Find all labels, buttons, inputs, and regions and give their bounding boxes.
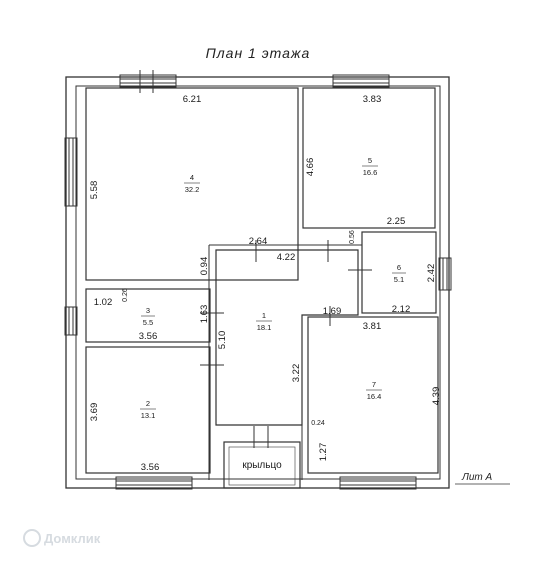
room-1-hall — [215, 249, 359, 426]
room-5-number: 5 — [368, 156, 372, 165]
window-right — [438, 257, 452, 291]
dim-322: 3.22 — [291, 364, 302, 383]
door-marks — [139, 70, 372, 448]
room-4-number: 4 — [190, 173, 194, 182]
dim-r5-width: 3.83 — [363, 94, 382, 105]
dim-r2-height: 3.69 — [89, 403, 100, 422]
room-6-area: 5.1 — [394, 275, 404, 284]
room-2-number: 2 — [146, 399, 150, 408]
watermark: Домклик — [23, 529, 101, 547]
room-3-number: 3 — [146, 306, 150, 315]
dim-024: 0.24 — [311, 420, 325, 427]
room-5 — [302, 87, 436, 229]
dim-102: 1.02 — [94, 297, 113, 308]
dim-r4-height: 5.58 — [89, 181, 100, 200]
room-6 — [361, 231, 437, 314]
room-5-area: 16.6 — [363, 168, 378, 177]
porch-label: крыльцо — [242, 460, 282, 471]
dim-r2-width: 3.56 — [141, 462, 160, 473]
dim-026: 0.26 — [122, 288, 129, 302]
porch-inner — [228, 446, 296, 486]
watermark-logo-icon — [23, 529, 41, 547]
room-7 — [307, 316, 439, 474]
dim-422: 4.22 — [277, 252, 296, 263]
dim-r4-width: 6.21 — [183, 94, 202, 105]
lit-label: Лит А — [461, 472, 493, 483]
room-1-area: 18.1 — [257, 323, 272, 332]
window-bottom-left — [115, 476, 193, 490]
dim-r6-width: 2.12 — [392, 304, 411, 315]
dim-r6-height: 2.42 — [426, 264, 437, 283]
plan-title: План 1 этажа — [206, 45, 311, 61]
dim-264: 2.64 — [249, 236, 268, 247]
window-top-left — [119, 74, 177, 88]
dim-r5-height: 4.66 — [305, 158, 316, 177]
window-top-right — [332, 74, 390, 88]
room-1-number: 1 — [262, 311, 266, 320]
dim-163: 1.63 — [199, 305, 210, 324]
dim-094: 0.94 — [199, 257, 210, 276]
window-left-1 — [64, 137, 78, 207]
room-7-number: 7 — [372, 380, 376, 389]
room-6-number: 6 — [397, 263, 401, 272]
window-left-2 — [64, 306, 78, 336]
room-7-area: 16.4 — [367, 392, 382, 401]
dim-510: 5.10 — [217, 331, 228, 350]
room-2-area: 13.1 — [141, 411, 156, 420]
dim-r7-height: 4.39 — [431, 387, 442, 406]
room-4 — [85, 87, 299, 281]
room-2 — [85, 346, 211, 474]
dim-169: 1.69 — [323, 306, 342, 317]
window-bottom-right — [339, 476, 417, 490]
outer-wall-inner — [75, 85, 441, 480]
windows — [64, 74, 452, 490]
dim-r5-bottom: 2.25 — [387, 216, 406, 227]
room-4-area: 32.2 — [185, 185, 200, 194]
dim-r7-width: 3.81 — [363, 321, 382, 332]
dim-r3-width: 3.56 — [139, 331, 158, 342]
watermark-text: Домклик — [44, 531, 101, 546]
room-3 — [85, 288, 211, 343]
room-3-area: 5.5 — [143, 318, 153, 327]
porch — [223, 441, 301, 489]
outer-wall-outer — [65, 76, 450, 489]
dim-127: 1.27 — [318, 443, 329, 462]
dim-056: 0.56 — [349, 230, 356, 244]
